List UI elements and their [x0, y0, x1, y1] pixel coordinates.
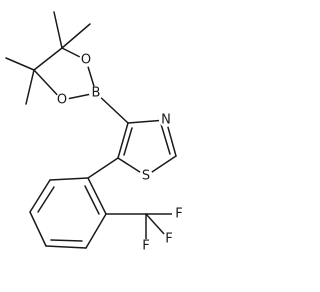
bond-c5-phenyl	[87, 157, 119, 179]
atom-o1: O	[81, 53, 91, 68]
atom-f2: F	[175, 207, 182, 222]
bond-ph4-ph5-inner	[50, 239, 83, 242]
bond-cf3-f3	[145, 213, 166, 236]
atom-labels: O O B N S F F F	[55, 53, 186, 254]
bond-c1-methyl-b	[61, 23, 91, 49]
bond-ph6-ph1	[87, 177, 107, 215]
atom-f3: F	[165, 232, 172, 247]
bond-b-c4	[95, 92, 129, 124]
bond-c5-c4	[117, 122, 129, 159]
bond-ph3-ph4	[29, 211, 47, 247]
atom-n: N	[161, 113, 171, 128]
bond-c1-methyl-a	[53, 11, 63, 49]
bond-c2-n-double	[160, 123, 171, 155]
atom-b: B	[92, 86, 101, 101]
atom-s: S	[142, 169, 150, 184]
phenyl-ring	[29, 177, 107, 249]
atom-f1: F	[142, 239, 149, 254]
bond-ph6-ph1-inner	[84, 185, 100, 215]
bond-ph4-ph5	[45, 245, 87, 249]
bond-c1-c2	[33, 47, 63, 71]
bond-ph2-ph3-inner	[37, 186, 55, 213]
bond-c2-methyl-a	[5, 57, 35, 71]
bond-ph1-ph2	[49, 177, 89, 181]
bond-ph5-ph6	[85, 213, 107, 249]
bond-c5-c4-double	[123, 127, 133, 156]
trifluoromethyl-group	[105, 213, 174, 242]
bond-ph2-ph3	[29, 179, 51, 213]
atom-o2: O	[57, 93, 67, 108]
chemical-structure: O O B N S F F F	[5, 11, 186, 254]
bond-c2-methyl-b	[25, 69, 35, 105]
